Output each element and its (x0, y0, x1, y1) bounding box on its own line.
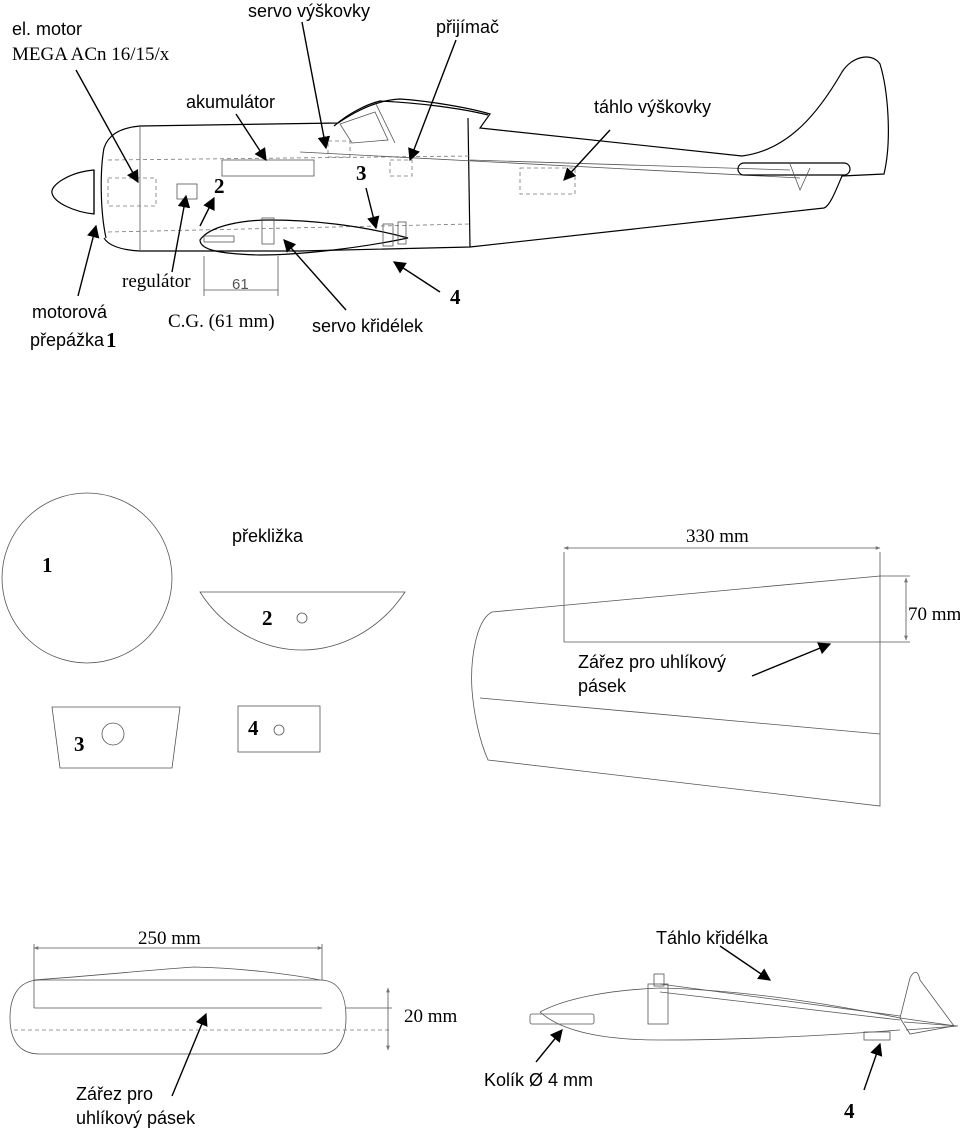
prepazka-label-line1: motorová (32, 302, 108, 322)
prepazka-label-line2: přepážka (30, 330, 105, 350)
servo-vyskovky-label: servo výškovky (248, 1, 370, 21)
part-number-2: 2 (214, 174, 225, 198)
part-3-trapezoid (51, 706, 181, 769)
part-3-label: 3 (74, 732, 85, 756)
wing-side-profile (529, 945, 959, 1091)
motor-label-line2: MEGA ACn 16/15/x (12, 44, 170, 65)
tahlo-kridelka-label: Táhlo křidélka (656, 928, 769, 948)
tail-slot-label-line2: uhlíkový pásek (76, 1108, 196, 1128)
part-number-4: 4 (450, 285, 461, 309)
tail-planform (9, 944, 392, 1097)
side-part-4-label: 4 (844, 1099, 855, 1123)
cg-label: C.G. (61 mm) (168, 311, 275, 332)
tail-span-label: 250 mm (138, 928, 201, 949)
regulator-label: regulátor (122, 271, 191, 292)
tahlo-vyskovky-label: táhlo výškovky (594, 97, 711, 117)
part-number-3: 3 (356, 161, 367, 185)
kolik-label: Kolík Ø 4 mm (484, 1070, 593, 1090)
prijimac-label: přijímač (436, 17, 499, 37)
wing-span-label: 330 mm (686, 526, 749, 547)
servo-kridelek-label: servo křidélek (312, 316, 424, 336)
spinner (51, 169, 95, 215)
motor-label-line1: el. motor (12, 19, 82, 39)
wing-profile (199, 219, 409, 256)
part-1-circle (1, 492, 173, 664)
tail-slot-label-line1: Zářez pro (76, 1084, 153, 1104)
wing-slot-label-line1: Zářez pro uhlíkový (578, 652, 726, 672)
part-1-label: 1 (42, 553, 53, 577)
part-2-half (199, 591, 406, 651)
tail-outline (9, 979, 347, 1055)
top-arrows (75, 21, 611, 311)
tail-thickness-label: 20 mm (404, 1006, 458, 1027)
preklizka-label: překližka (232, 526, 304, 546)
wing-outline (471, 575, 881, 807)
part-4-label: 4 (248, 716, 259, 740)
airplane-side-view (51, 56, 889, 296)
wing-planform (471, 546, 910, 807)
cg-dimension-value: 61 (232, 276, 249, 293)
parts (1, 492, 406, 769)
wing-chord-label: 70 mm (908, 604, 960, 625)
akumulator-label: akumulátor (186, 92, 275, 112)
prepazka-number: 1 (106, 328, 117, 352)
fuselage-outline (103, 56, 889, 252)
part-2-label: 2 (262, 606, 273, 630)
wing-slot-label-line2: pásek (578, 676, 627, 696)
part-4-rect (237, 705, 321, 753)
